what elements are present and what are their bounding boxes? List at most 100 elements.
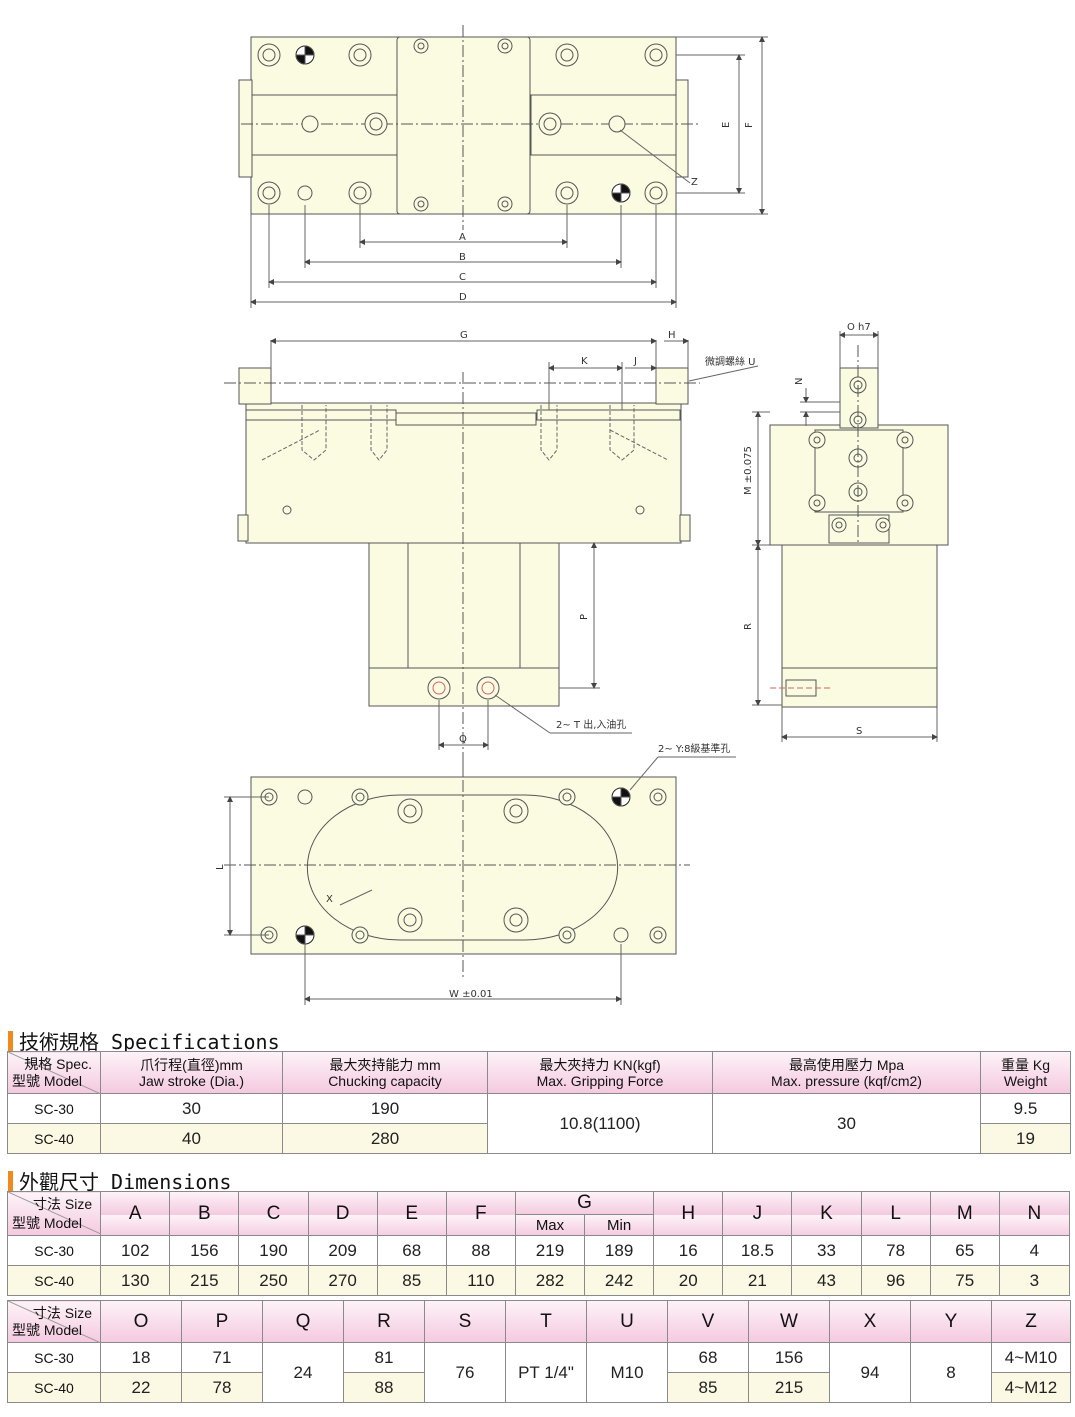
col-header: A bbox=[100, 1191, 171, 1236]
label-u: 微調螺絲 U bbox=[705, 355, 756, 368]
label-w: W ±0.01 bbox=[449, 989, 493, 1000]
heading-bar bbox=[8, 1030, 13, 1051]
col-header: D bbox=[307, 1191, 378, 1236]
col-header-g-max: Max bbox=[514, 1214, 586, 1236]
value-cell: 18 bbox=[100, 1342, 182, 1373]
value-cell: 189 bbox=[584, 1235, 655, 1266]
front-view bbox=[224, 338, 759, 790]
col-header: B bbox=[169, 1191, 240, 1236]
value-cell: 65 bbox=[929, 1235, 1000, 1266]
label-c: C bbox=[459, 272, 466, 283]
corner-size-label: 規格 Spec. bbox=[24, 1056, 92, 1072]
corner-model-label: 型號 Model bbox=[12, 1215, 83, 1231]
header-en: Chucking capacity bbox=[328, 1072, 442, 1089]
value-cell: 215 bbox=[169, 1265, 240, 1296]
col-header-g-min: Min bbox=[584, 1214, 655, 1236]
value-cell: 71 bbox=[181, 1342, 263, 1373]
label-n: N bbox=[794, 378, 805, 385]
model-cell: SC-40 bbox=[6, 1265, 102, 1296]
table-row: SC-40 130 215 250 270 85 110 282 242 20 … bbox=[6, 1265, 1071, 1296]
value-cell: 68 bbox=[376, 1235, 447, 1266]
value-cell-merged: PT 1/4" bbox=[505, 1342, 587, 1403]
technical-drawing: A B C D E F Z G H K J 微調螺絲 U O h7 N M ±0… bbox=[215, 25, 949, 1005]
corner-diagonal bbox=[8, 1052, 101, 1094]
stroke-cell: 30 bbox=[100, 1093, 283, 1124]
heading-bar bbox=[8, 1170, 13, 1191]
col-header: V bbox=[667, 1300, 749, 1343]
value-cell: 43 bbox=[791, 1265, 862, 1296]
label-q: Q bbox=[459, 734, 467, 745]
value-cell: 3 bbox=[998, 1265, 1071, 1296]
label-o: O h7 bbox=[847, 322, 871, 333]
header-gripping-force: 最大夾持力 KN(kgf)Max. Gripping Force bbox=[487, 1051, 713, 1094]
value-cell: 250 bbox=[238, 1265, 309, 1296]
corner-model-label: 型號 Model bbox=[12, 1073, 83, 1089]
value-cell: 4 bbox=[998, 1235, 1071, 1266]
model-cell: SC-40 bbox=[7, 1123, 101, 1154]
weight-cell: 9.5 bbox=[980, 1093, 1071, 1124]
col-header: J bbox=[722, 1191, 793, 1236]
col-header: Q bbox=[262, 1300, 344, 1343]
header-zh: 爪行程(直徑)mm bbox=[140, 1056, 243, 1073]
value-cell: 96 bbox=[860, 1265, 931, 1296]
table-row: SC-30 18 71 24 81 76 PT 1/4" M10 68 156 … bbox=[7, 1342, 1071, 1403]
col-header: Y bbox=[910, 1300, 992, 1343]
col-header: W bbox=[748, 1300, 830, 1343]
value-cell: 209 bbox=[307, 1235, 378, 1266]
label-b: B bbox=[459, 252, 466, 263]
col-header: X bbox=[829, 1300, 911, 1343]
value-cell: 20 bbox=[653, 1265, 724, 1296]
label-z: Z bbox=[691, 177, 698, 188]
model-cell: SC-30 bbox=[6, 1235, 102, 1266]
dimensions-table-2: 寸法 Size 型號 Model O P Q R S T U V W X Y Z… bbox=[7, 1300, 1071, 1403]
col-header: F bbox=[445, 1191, 516, 1236]
model-cell: SC-30 bbox=[7, 1093, 101, 1124]
col-header: K bbox=[791, 1191, 862, 1236]
value-cell: 4~M12 bbox=[991, 1372, 1071, 1403]
table-row: SC-30 102 156 190 209 68 88 219 189 16 1… bbox=[6, 1235, 1071, 1266]
header-en: Max. Gripping Force bbox=[536, 1072, 664, 1089]
pressure-cell: 30 bbox=[712, 1093, 981, 1154]
top-view bbox=[238, 25, 768, 308]
model-cell: SC-40 bbox=[7, 1372, 101, 1403]
dimensions-heading: 外觀尺寸 Dimensions bbox=[8, 1166, 231, 1195]
stroke-cell: 40 bbox=[100, 1123, 283, 1154]
value-cell: 68 bbox=[667, 1342, 749, 1373]
label-m: M ±0.075 bbox=[743, 446, 754, 495]
col-header: E bbox=[376, 1191, 447, 1236]
header-en: Weight bbox=[1003, 1072, 1048, 1089]
value-cell-merged: 8 bbox=[910, 1342, 992, 1403]
corner-diagonal bbox=[8, 1301, 101, 1343]
col-header: C bbox=[238, 1191, 309, 1236]
value-cell: 130 bbox=[100, 1265, 171, 1296]
value-cell: 16 bbox=[653, 1235, 724, 1266]
value-cell: 282 bbox=[514, 1265, 586, 1296]
col-header-g: G bbox=[514, 1191, 655, 1215]
header-en: Jaw stroke (Dia.) bbox=[138, 1072, 245, 1089]
col-header: Z bbox=[991, 1300, 1071, 1343]
value-cell: 75 bbox=[929, 1265, 1000, 1296]
label-y: 2~ Y:8級基準孔 bbox=[658, 742, 730, 755]
col-header: S bbox=[424, 1300, 506, 1343]
value-cell: 88 bbox=[343, 1372, 425, 1403]
model-cell: SC-30 bbox=[7, 1342, 101, 1373]
label-r: R bbox=[743, 623, 754, 630]
value-cell: 21 bbox=[722, 1265, 793, 1296]
value-cell: 88 bbox=[445, 1235, 516, 1266]
value-cell-merged: 24 bbox=[262, 1342, 344, 1403]
corner-diagonal bbox=[8, 1192, 101, 1234]
value-cell: 102 bbox=[100, 1235, 171, 1266]
dim-corner-cell: 寸法 Size 型號 Model bbox=[6, 1191, 102, 1236]
table-row: SC-30 30 190 10.8(1100) 30 9.5 bbox=[7, 1093, 1071, 1154]
value-cell: 242 bbox=[584, 1265, 655, 1296]
value-cell: 22 bbox=[100, 1372, 182, 1403]
spec-corner-cell: 規格 Spec. 型號 Model bbox=[7, 1051, 101, 1094]
header-zh: 最大夾持能力 mm bbox=[329, 1056, 441, 1073]
weight-cell: 19 bbox=[980, 1123, 1071, 1154]
label-h: H bbox=[668, 330, 676, 341]
value-cell: 85 bbox=[667, 1372, 749, 1403]
value-cell: 156 bbox=[748, 1342, 830, 1373]
value-cell: 190 bbox=[238, 1235, 309, 1266]
